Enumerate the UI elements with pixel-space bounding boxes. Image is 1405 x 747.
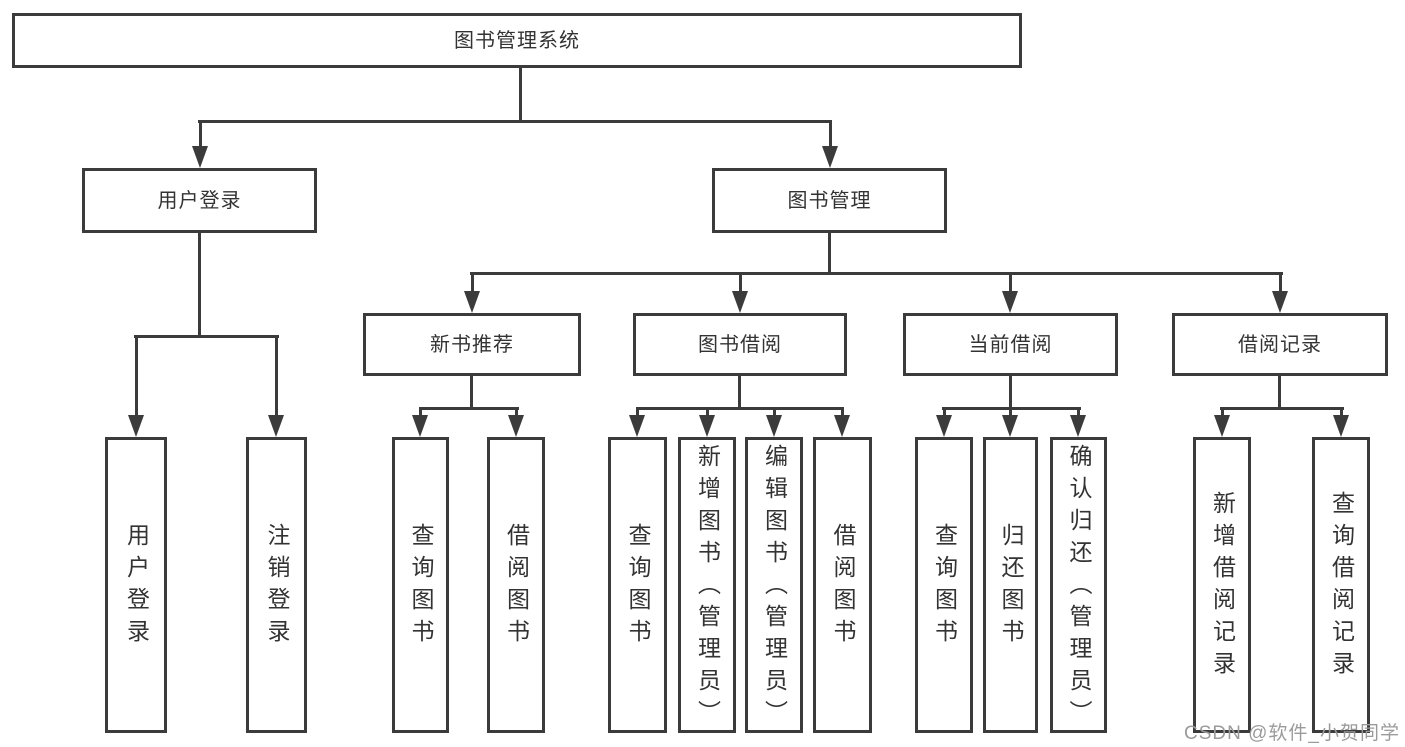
connector-rail-root [198,120,832,123]
arrow-to-book-borrow [731,274,749,313]
connector-stem-borrow-records [1278,376,1281,407]
leaf-cb-confirm-return-admin: 确认归还（管理员） [1050,437,1107,733]
arrow-bb-add-books [698,409,716,437]
node-new-book-recommend: 新书推荐 [363,313,581,376]
arrow-to-user-login [191,121,209,168]
arrow-to-new-book-recommend [463,274,481,313]
arrow-to-current-borrow [1001,274,1019,313]
leaf-cb-query-books: 查询图书 [915,437,973,733]
leaf-user-login: 用户登录 [105,437,167,733]
connector-stem-book-borrow [738,376,741,407]
leaf-bb-borrow-books: 借阅图书 [813,437,872,733]
leaf-logout: 注销登录 [246,437,307,733]
connector-rail-new-book-recommend [419,407,519,410]
connector-rail-book-borrow [636,407,844,410]
arrow-nb-query-books [411,409,429,437]
connector-rail-user-login [134,335,279,338]
arrow-bb-edit-books [765,409,783,437]
connector-rail-current-borrow [942,407,1081,410]
arrow-cb-confirm-return [1069,409,1087,437]
leaf-nb-query-books: 查询图书 [392,437,449,733]
leaf-br-query-record: 查询借阅记录 [1312,437,1370,733]
arrow-nb-borrow-books [507,409,525,437]
arrow-bb-query-books [628,409,646,437]
node-book-borrow: 图书借阅 [633,313,847,376]
arrow-br-query-record [1332,409,1350,437]
connector-stem-book-management [828,233,831,272]
arrow-to-book-management [821,121,839,168]
arrow-cb-return-books [1001,409,1019,437]
leaf-bb-edit-books-admin: 编辑图书（管理员） [745,437,803,733]
leaf-cb-return-books: 归还图书 [983,437,1038,733]
node-book-management: 图书管理 [712,168,947,233]
leaf-nb-borrow-books: 借阅图书 [487,437,545,733]
leaf-bb-query-books: 查询图书 [608,437,667,733]
arrow-to-borrow-records [1271,274,1289,313]
node-current-borrow: 当前借阅 [903,313,1118,376]
connector-stem-user-login [198,233,201,335]
node-root-system: 图书管理系统 [12,13,1022,68]
leaf-bb-add-books-admin: 新增图书（管理员） [678,437,736,733]
leaf-br-add-record: 新增借阅记录 [1193,437,1251,733]
connector-stem-new-book-recommend [470,376,473,407]
connector-stem-root [519,68,522,120]
connector-stem-current-borrow [1009,376,1012,407]
connector-rail-book-management [470,272,1283,275]
arrow-cb-query-books [935,409,953,437]
csdn-watermark: CSDN @软件_小贺同学 [1184,723,1400,744]
connector-rail-borrow-records [1220,407,1344,410]
node-borrow-records: 借阅记录 [1172,313,1388,376]
arrow-to-leaf-user-login [127,337,145,437]
node-user-login: 用户登录 [82,168,317,233]
arrow-br-add-record [1213,409,1231,437]
arrow-bb-borrow-books [833,409,851,437]
arrow-to-leaf-logout [267,337,285,437]
